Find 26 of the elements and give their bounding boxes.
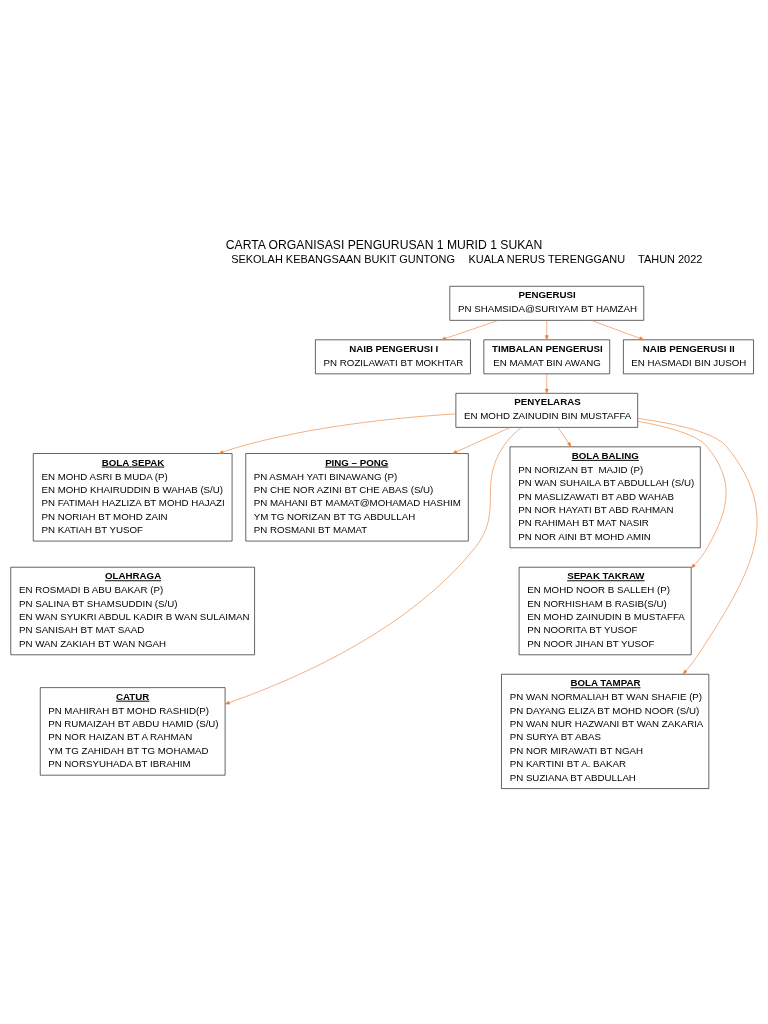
- arrow: [224, 426, 522, 704]
- node-box: NAIB PENGERUSI I PN ROZILAWATI BT MOKHTAR: [315, 339, 471, 374]
- node-box: BOLA SEPAK EN MOHD ASRI B MUDA (P) EN MOHD KHAIRUDDIN B WAHAB (S/U) PN FATIMAH HAZLIZA BT MOHD HAJAZI PN NORIAH BT MOHD ZAIN PN KATIAH BT YUSOF: [32, 452, 233, 541]
- node-box: TIMBALAN PENGERUSI EN MAMAT BIN AWANG: [483, 339, 610, 374]
- node-box: BOLA TAMPAR PN WAN NORMALIAH BT WAN SHAFIE (P) PN DAYANG ELIZA BT MOHD NOOR (S/U) PN WAN NUR HAZWANI BT WAN ZAKARIA PN SURYA BT ABAS PN NOR MIRAWATI BT NGAH PN KARTINI BT A. BAKAR PN SUZIANA BT ABDULLAH: [501, 673, 710, 789]
- node-box: PING – PONG PN ASMAH YATI BINAWANG (P) PN CHE NOR AZINI BT CHE ABAS (S/U) PN MAHANI BT MAMAT@MOHAMAD HASHIM YM TG NORIZAN BT TG ABDULLAH PN ROSMANI BT MAMAT: [245, 452, 469, 541]
- node-box: PENYELARAS EN MOHD ZAINUDIN BIN MUSTAFFA: [455, 392, 638, 428]
- arrow: [637, 417, 758, 674]
- arrow: [544, 319, 549, 340]
- diagram-title: CARTA ORGANISASI PENGURUSAN 1 MURID 1 SUKAN: [225, 237, 543, 252]
- arrow: [637, 420, 727, 568]
- arrow: [441, 319, 499, 340]
- label: TAHUN 2022: [638, 252, 703, 265]
- node-box: NAIB PENGERUSI II EN HASMADI BIN JUSOH: [623, 339, 754, 374]
- arrow: [452, 426, 511, 454]
- label: SEKOLAH KEBANGSAAN BUKIT GUNTONG: [231, 252, 455, 265]
- node-box: BOLA BALING PN NORIZAN BT MAJID (P) PN WAN SUHAILA BT ABDULLAH (S/U) PN MASLIZAWATI BT ABD WAHAB PN NOR HAYATI BT ABD RAHMAN PN RAHIMAH BT MAT NASIR PN NOR AINI BT MOHD AMIN: [509, 446, 701, 548]
- arrow: [591, 319, 645, 340]
- arrow: [218, 413, 457, 454]
- arrow: [544, 373, 549, 394]
- label: KUALA NERUS TERENGGANU: [468, 252, 626, 265]
- arrow: [557, 426, 572, 447]
- node-box: CATUR PN MAHIRAH BT MOHD RASHID(P) PN RUMAIZAH BT ABDU HAMID (S/U) PN NOR HAIZAN BT A RAHMAN YM TG ZAHIDAH BT TG MOHAMAD PN NORSYUHADA BT IBRAHIM: [39, 686, 226, 775]
- node-box: SEPAK TAKRAW EN MOHD NOOR B SALLEH (P) EN NORHISHAM B RASIB(S/U) EN MOHD ZAINUDIN B MUSTAFFA PN NOORITA BT YUSOF PN NOOR JIHAN BT YUSOF: [518, 566, 692, 655]
- node-box: PENGERUSI PN SHAMSIDA@SURIYAM BT HAMZAH: [449, 285, 645, 321]
- node-box: OLAHRAGA EN ROSMADI B ABU BAKAR (P) PN SALINA BT SHAMSUDDIN (S/U) EN WAN SYUKRI ABDUL KADIR B WAN SULAIMAN PN SANISAH BT MAT SAAD PN WAN ZAKIAH BT WAN NGAH: [10, 566, 255, 655]
